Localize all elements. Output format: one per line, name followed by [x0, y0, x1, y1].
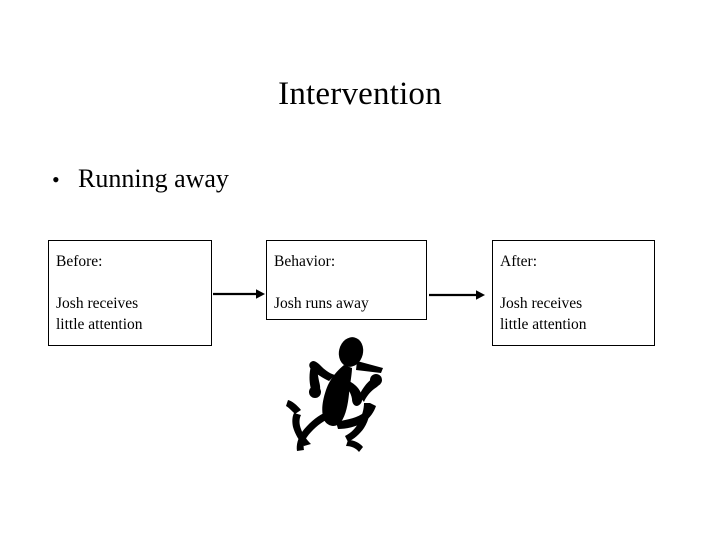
flow-box-behavior-body: Josh runs away: [274, 295, 369, 312]
flow-box-before-body: Josh receives little attention: [56, 295, 143, 333]
bullet-item-label: Running away: [78, 164, 229, 193]
flow-arrow-right-icon: [429, 290, 485, 300]
running-person-icon: [286, 337, 383, 452]
flow-arrow-right-icon: [213, 289, 265, 299]
flow-box-behavior: Behavior: Josh runs away: [266, 240, 427, 320]
bullet-point-icon: •: [52, 167, 60, 192]
flow-box-before: Before: Josh receives little attention: [48, 240, 212, 346]
flow-box-before-heading: Before:: [56, 253, 103, 270]
flow-box-after: After: Josh receives little attention: [492, 240, 655, 346]
flow-box-after-body: Josh receives little attention: [500, 295, 587, 333]
flow-box-after-heading: After:: [500, 253, 538, 270]
flow-box-behavior-heading: Behavior:: [274, 253, 336, 270]
bullet-list-item: • Running away: [52, 163, 229, 196]
page-title: Intervention: [278, 76, 442, 112]
